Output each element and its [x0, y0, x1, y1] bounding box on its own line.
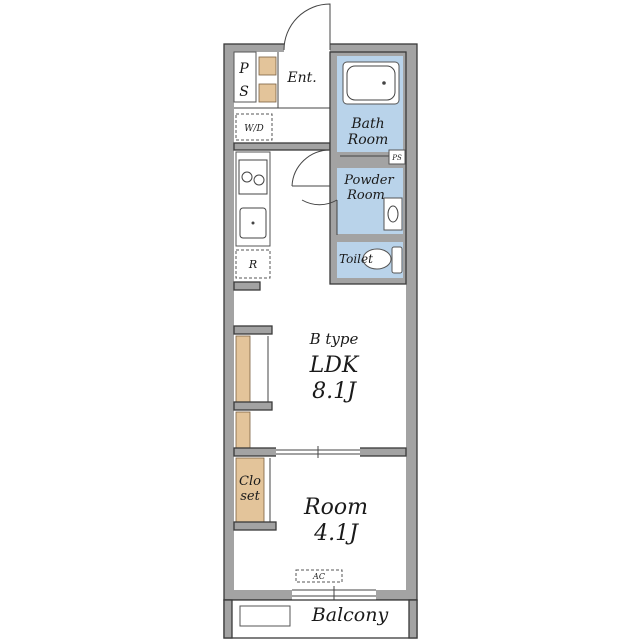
ps-shaft — [233, 51, 257, 103]
burner-left — [241, 171, 253, 183]
balcony-label: Balcony — [311, 604, 389, 626]
powder-label-line1: Powder — [343, 173, 394, 188]
entrance-door-swing — [283, 3, 331, 51]
aircon-label: AC — [312, 572, 325, 581]
hall-door-swing — [291, 149, 331, 187]
washbasin-bowl — [387, 205, 399, 223]
closet-label-line2: set — [240, 489, 260, 504]
ldk-storage-lower — [235, 411, 251, 449]
powder-label-line2: Room — [346, 188, 385, 203]
ldk-wall-pier-top — [233, 325, 273, 335]
bath-label-line1: Bath — [350, 116, 384, 132]
room-size-label: 4.1J — [313, 521, 359, 546]
washer-label: W/D — [244, 124, 264, 134]
washer-space — [235, 113, 273, 141]
ps-small-label: PS — [391, 154, 402, 162]
closet-label-line1: Clo — [239, 474, 261, 489]
entrance-label: Ent. — [286, 70, 316, 86]
toilet-bowl — [362, 248, 392, 270]
bathtub-drain — [382, 81, 386, 85]
ps-label-bottom: S — [239, 84, 249, 100]
aircon-unit — [295, 569, 343, 583]
type-label: B type — [309, 330, 359, 348]
balcony-rail-right — [408, 599, 418, 639]
bath-label-line2: Room — [347, 132, 389, 148]
ps-label-top: P — [238, 61, 249, 77]
ldk-size-label: 8.1J — [312, 379, 357, 404]
ldk-wall-pier-bottom — [233, 401, 273, 411]
balcony-rail-left — [223, 599, 233, 639]
kitchen-sink — [239, 207, 267, 239]
ldk-name-label: LDK — [309, 353, 360, 378]
toilet-label: Toilet — [339, 252, 373, 266]
shoe-storage-upper — [258, 56, 277, 76]
powder-door-swing — [301, 199, 338, 235]
sink-drain — [251, 221, 255, 225]
closet-wall — [233, 521, 277, 531]
kitchen-stub-wall — [233, 281, 261, 291]
entrance-door-opening — [284, 42, 330, 54]
bathtub — [342, 61, 400, 105]
ps-small-box — [388, 149, 406, 165]
stove — [238, 159, 268, 195]
closet — [235, 457, 265, 523]
fridge-label: R — [248, 258, 257, 271]
shoe-storage-lower — [258, 83, 277, 103]
room-name-label: Room — [303, 495, 368, 520]
ldk-storage-upper — [235, 335, 251, 409]
bathtub-inner — [346, 65, 396, 101]
washbasin — [383, 197, 403, 231]
fridge-space — [235, 249, 271, 279]
toilet-tank — [391, 246, 403, 274]
entrance-wall — [233, 142, 331, 151]
burner-right — [253, 174, 265, 186]
kitchen-counter — [235, 151, 271, 247]
balcony-outdoor-unit — [239, 605, 291, 627]
